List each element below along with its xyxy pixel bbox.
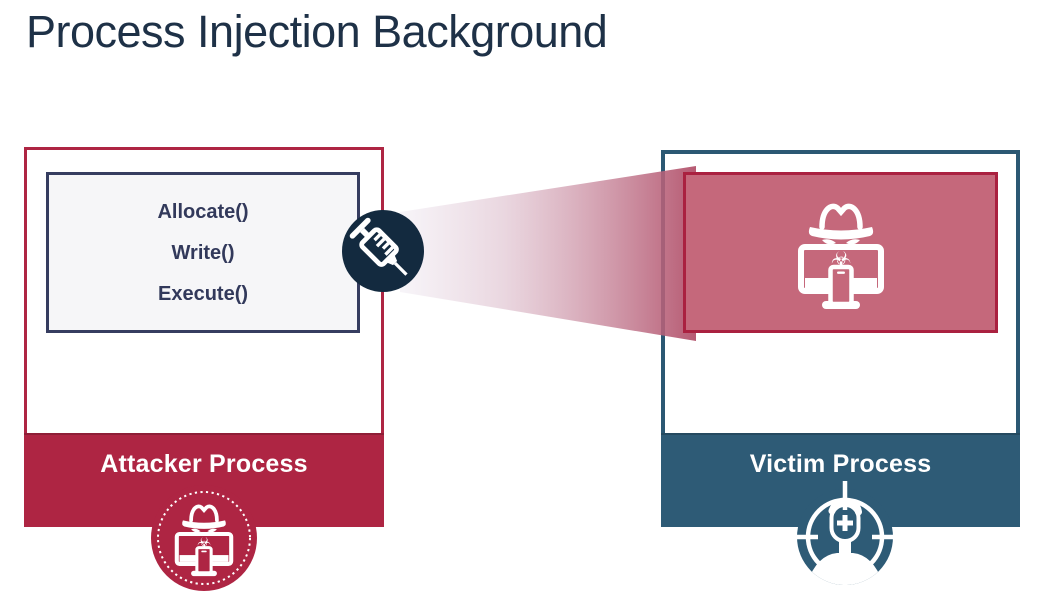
api-call-execute: Execute() bbox=[157, 282, 249, 305]
target-person-icon bbox=[789, 481, 901, 593]
injected-payload-box bbox=[683, 172, 998, 333]
api-call-write: Write() bbox=[171, 241, 235, 264]
hacker-monitor-icon bbox=[791, 197, 891, 309]
page-title: Process Injection Background bbox=[26, 6, 608, 57]
attacker-badge bbox=[151, 485, 257, 591]
victim-process-label: Victim Process bbox=[749, 450, 932, 478]
attacker-process-label: Attacker Process bbox=[100, 450, 308, 478]
syringe-badge bbox=[342, 210, 424, 292]
attacker-process-box: Allocate() Write() Execute() Attacker Pr… bbox=[24, 147, 384, 527]
api-call-allocate: Allocate() bbox=[157, 200, 249, 223]
hacker-monitor-icon bbox=[157, 491, 251, 585]
api-calls-box: Allocate() Write() Execute() bbox=[46, 172, 360, 333]
syringe-icon bbox=[349, 217, 408, 276]
